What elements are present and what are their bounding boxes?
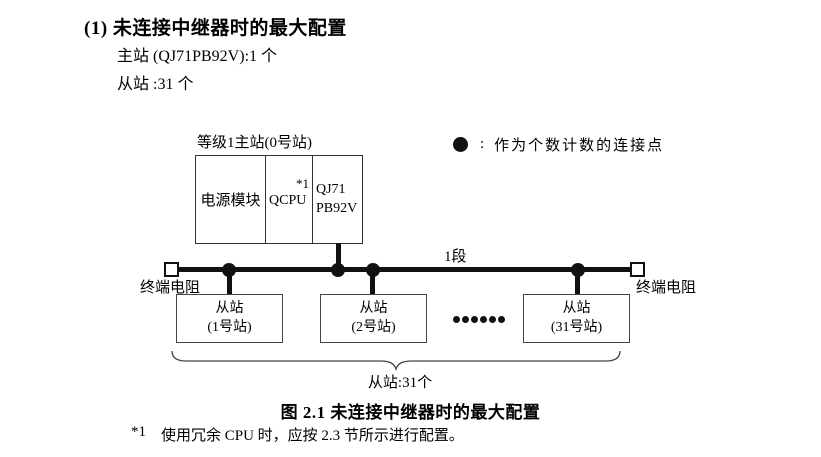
ellipsis-dot bbox=[471, 316, 478, 323]
legend-colon: : bbox=[480, 136, 485, 152]
slave-station-box-1: 从站 (1号站) bbox=[176, 294, 283, 343]
connection-dot bbox=[222, 263, 236, 277]
ellipsis-dots bbox=[453, 316, 505, 323]
slave1-drop-line bbox=[227, 269, 232, 295]
slave-station-number: (1号站) bbox=[207, 319, 252, 335]
cpu-cell: *1 QCPU bbox=[266, 156, 313, 243]
connection-dot bbox=[366, 263, 380, 277]
right-terminator-icon bbox=[630, 262, 645, 277]
master-drop-line bbox=[336, 243, 341, 270]
ellipsis-dot bbox=[462, 316, 469, 323]
figure-caption: 图 2.1 未连接中继器时的最大配置 bbox=[280, 403, 541, 422]
ellipsis-dot bbox=[489, 316, 496, 323]
connection-dot bbox=[571, 263, 585, 277]
slave-range-brace bbox=[171, 350, 621, 372]
slave-station-box-31: 从站 (31号站) bbox=[523, 294, 630, 343]
ellipsis-dot bbox=[480, 316, 487, 323]
footnote-marker: *1 bbox=[131, 424, 146, 440]
slave-name: 从站 bbox=[359, 301, 388, 317]
section-heading: (1) 未连接中继器时的最大配置 bbox=[84, 18, 347, 39]
ellipsis-dot bbox=[498, 316, 505, 323]
slave31-drop-line bbox=[575, 269, 580, 295]
slave-name: 从站 bbox=[562, 301, 591, 317]
network-module-cell: QJ71 PB92V bbox=[313, 156, 361, 243]
ellipsis-dot bbox=[453, 316, 460, 323]
legend: : 作为个数计数的连接点 bbox=[453, 134, 664, 155]
slave-total-label: 从站:31个 bbox=[367, 375, 433, 391]
left-terminator-icon bbox=[164, 262, 179, 277]
slave-count-line: 从站 :31 个 bbox=[117, 76, 194, 93]
slave2-drop-line bbox=[370, 269, 375, 295]
slave-station-box-2: 从站 (2号站) bbox=[320, 294, 427, 343]
cpu-label: QCPU bbox=[269, 193, 307, 208]
power-module-cell: 电源模块 bbox=[196, 156, 266, 243]
master-station-label: 等级1主站(0号站) bbox=[197, 135, 312, 151]
network-module-line1: QJ71 bbox=[316, 182, 346, 198]
slave-station-number: (31号站) bbox=[550, 319, 603, 335]
left-terminator-label: 终端电阻 bbox=[140, 280, 201, 296]
footnote-text: 使用冗余 CPU 时，应按 2.3 节所示进行配置。 bbox=[161, 428, 464, 444]
segment-label: 1段 bbox=[444, 249, 467, 265]
cpu-footnote-ref: *1 bbox=[296, 176, 309, 191]
slave-name: 从站 bbox=[215, 301, 244, 317]
slave-station-number: (2号站) bbox=[351, 319, 396, 335]
master-count-line: 主站 (QJ71PB92V):1 个 bbox=[117, 48, 278, 65]
legend-text: 作为个数计数的连接点 bbox=[494, 138, 665, 154]
right-terminator-label: 终端电阻 bbox=[636, 280, 697, 296]
network-module-line2: PB92V bbox=[316, 200, 358, 216]
connection-dot bbox=[331, 263, 345, 277]
bus-line bbox=[171, 267, 637, 272]
master-station-box: 电源模块 *1 QCPU QJ71 PB92V bbox=[195, 155, 363, 244]
connection-point-icon bbox=[453, 137, 468, 152]
